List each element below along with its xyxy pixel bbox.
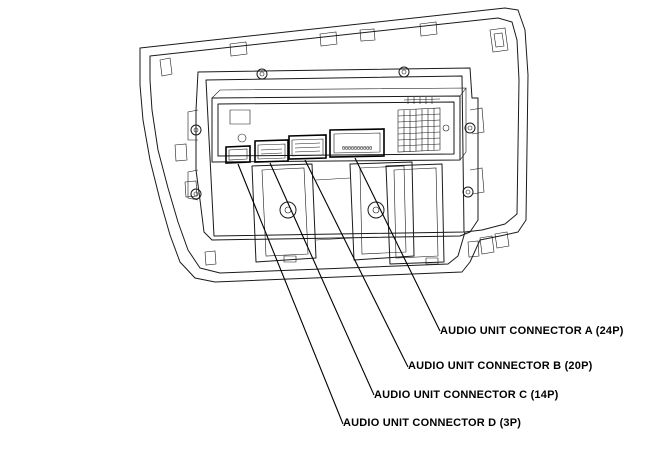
connector-d	[225, 145, 251, 164]
connector-a: 0000000000	[329, 128, 385, 158]
leader-lines	[237, 157, 441, 425]
lower-supports	[251, 161, 445, 265]
callout-connector-d: AUDIO UNIT CONNECTOR D (3P)	[343, 417, 522, 429]
mounting-bracket	[187, 66, 485, 241]
dash-panel	[139, 7, 529, 283]
callout-connector-c: AUDIO UNIT CONNECTOR C (14P)	[374, 389, 559, 401]
leader-line-a	[354, 157, 441, 332]
callout-connector-b: AUDIO UNIT CONNECTOR B (20P)	[408, 360, 593, 372]
connector-a-pin-text: 0000000000	[342, 146, 372, 152]
audio-unit-body	[211, 87, 467, 163]
connector-c	[254, 139, 289, 163]
heat-sink-grille	[397, 107, 441, 153]
callout-connector-a: AUDIO UNIT CONNECTOR A (24P)	[440, 325, 624, 337]
connector-b	[288, 134, 327, 160]
leader-line-b	[304, 159, 409, 368]
leader-line-c	[269, 162, 375, 396]
leader-line-d	[237, 163, 344, 425]
